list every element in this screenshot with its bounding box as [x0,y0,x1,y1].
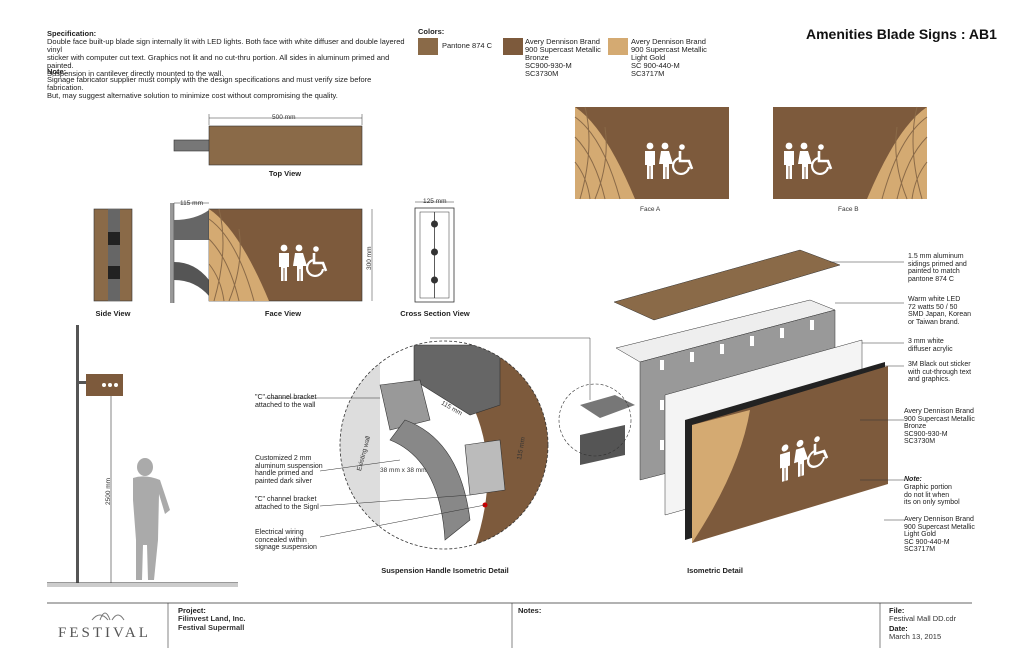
file-label: File: [889,606,905,615]
cross-section-drawing [414,201,455,303]
side-view-drawing [93,208,133,302]
swatch-bronze [503,38,523,55]
spec-body: Double face built-up blade sign internal… [47,37,405,78]
face-view-drawing [170,202,373,303]
callout-c-channel-wall: "C" channel bracket attached to the wall [255,394,317,409]
festival-logo: FESTIVAL [58,625,151,641]
isometric-caption: Isometric Detail [687,566,743,575]
top-view-caption: Top View [268,169,302,178]
dim-38: 38 mm x 38 mm [380,467,427,474]
height-dimension: 2500 mm [105,477,112,505]
side-view-caption: Side View [95,309,131,318]
cross-section-caption: Cross Section View [400,309,470,318]
file-value: Festival Mall DD.cdr [889,614,957,623]
swatch-bronze-label: Avery Dennison Brand 900 Supercast Metal… [525,37,601,78]
colors-title: Colors: [418,27,445,36]
callout-led: Warm white LED 72 watts 50 / 50 SMD Japa… [908,296,972,326]
notes-label: Notes: [518,606,542,615]
face-a-caption: Face A [640,206,661,213]
callout-sidings: 1.5 mm aluminum sidings primed and paint… [908,253,967,283]
note-body: Signage fabricator supplier must comply … [47,75,372,100]
swatch-pantone [418,38,438,55]
suspension-detail-drawing [265,340,549,550]
cross-dimension: 125 mm [423,198,447,205]
isometric-drawing [558,249,904,543]
swatch-gold-label: Avery Dennison Brand 900 Supercast Metal… [631,37,707,78]
callout-diffuser: 3 mm white diffuser acrylic [908,338,953,353]
face-b-caption: Face B [838,206,859,213]
swatch-gold [608,38,628,55]
date-label: Date: [889,624,908,633]
project-value: Filinvest Land, Inc. Festival Supermall [178,614,246,632]
callout-note-title: Note: [904,476,922,483]
face-view-caption: Face View [264,309,302,318]
note-title: Note: [47,67,67,76]
side-dimension: 115 mm [180,200,203,207]
callout-bronze: Avery Dennison Brand 900 Supercast Metal… [904,408,975,445]
face-a-drawing [574,106,729,200]
elevation-drawing [47,325,238,587]
callout-note-body: Graphic portion do not lit when its on o… [904,484,960,506]
callout-c-channel-sign: "C" channel bracket attached to the Sign… [255,496,319,511]
top-view-drawing [173,114,363,166]
spec-title: Specification: [47,29,97,38]
project-label: Project: [178,606,206,615]
sheet-title: Amenities Blade Signs : AB1 [806,26,997,42]
callout-blackout: 3M Black out sticker with cut-through te… [908,361,972,383]
callout-handle: Customized 2 mm aluminum suspension hand… [255,455,323,485]
top-view-dimension: 500 mm [272,114,296,121]
face-height-dimension: 300 mm [366,246,373,270]
title-block-lines [47,602,972,648]
callout-gold: Avery Dennison Brand 900 Supercast Metal… [904,516,975,553]
face-b-drawing [773,106,928,200]
swatch-pantone-label: Pantone 874 C [442,41,493,50]
callout-wiring: Electrical wiring concealed within signa… [255,529,317,551]
date-value: March 13, 2015 [889,632,942,641]
suspension-detail-caption: Suspension Handle Isometric Detail [381,566,509,575]
